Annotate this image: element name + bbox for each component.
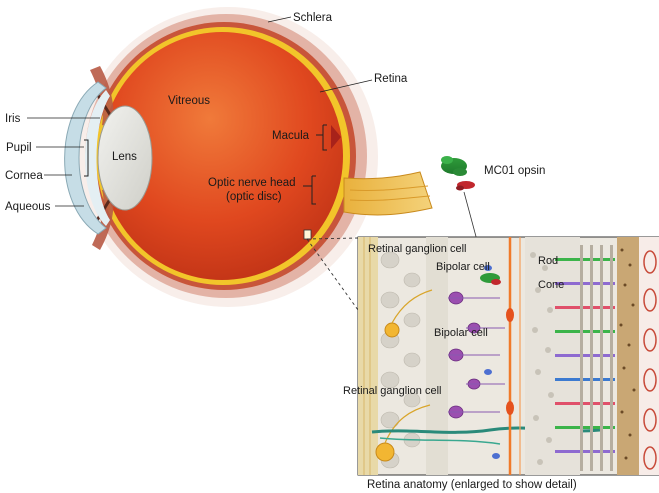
label-schlera: Schlera: [293, 12, 333, 24]
retina-inset: Retinal ganglion cell Bipolar cell Rod C…: [343, 237, 659, 475]
inset-label-cone: Cone: [538, 279, 564, 291]
mc01-opsin-molecule: [441, 156, 475, 191]
label-macula: Macula: [272, 130, 310, 142]
label-cornea: Cornea: [5, 170, 43, 182]
label-optic-disc: (optic disc): [226, 191, 282, 203]
label-mc01-opsin: MC01 opsin: [484, 165, 545, 177]
label-retina: Retina: [374, 73, 408, 85]
label-vitreous: Vitreous: [168, 95, 210, 107]
optic-nerve: [344, 172, 432, 215]
inset-label-bipolar-cell-mid: Bipolar cell: [434, 327, 488, 339]
inset-label-rod: Rod: [538, 255, 558, 267]
inset-caption: Retina anatomy (enlarged to show detail): [367, 479, 577, 491]
inset-label-bipolar-cell-top: Bipolar cell: [436, 261, 490, 273]
inset-label-retinal-ganglion-cell-bottom: Retinal ganglion cell: [343, 385, 441, 397]
inset-label-retinal-ganglion-cell-top: Retinal ganglion cell: [368, 243, 466, 255]
label-optic-nerve-head: Optic nerve head: [208, 177, 296, 189]
label-aqueous: Aqueous: [5, 201, 51, 213]
label-pupil: Pupil: [6, 142, 32, 154]
label-iris: Iris: [5, 113, 21, 125]
label-lens: Lens: [112, 151, 137, 163]
